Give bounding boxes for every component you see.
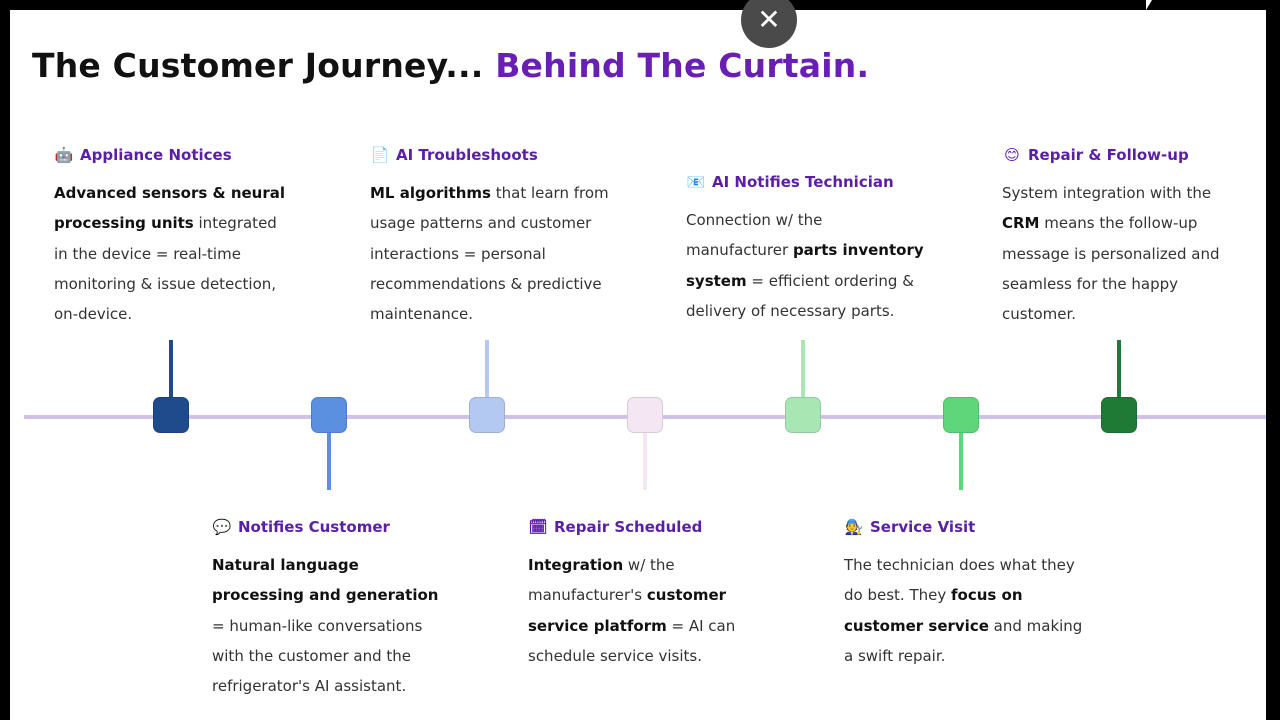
step-description-bold: Integration xyxy=(528,556,624,574)
step-heading: 📧 AI Notifies Technician xyxy=(686,173,926,191)
step-description-bold: ML algorithms xyxy=(370,184,491,202)
step-heading: 🤖 Appliance Notices xyxy=(54,146,294,164)
step-description-text: w/ the manufacturer's xyxy=(528,556,675,605)
step-heading: 📄 AI Troubleshoots xyxy=(370,146,610,164)
step-description: Integration w/ the manufacturer's custom… xyxy=(528,550,768,671)
step-title: Appliance Notices xyxy=(80,146,232,164)
step-description-text: integrated in the device = real-time mon… xyxy=(54,214,277,324)
timeline-node xyxy=(1101,397,1137,433)
step-description-text: The technician does what they do best. T… xyxy=(844,556,1075,605)
step-description-text: Connection w/ the manufacturer xyxy=(686,211,823,260)
step-title: Service Visit xyxy=(870,518,976,536)
title-main: The Customer Journey... xyxy=(32,46,484,85)
slide: The Customer Journey... Behind The Curta… xyxy=(10,10,1266,720)
step-description-text: = human-like conversations with the cust… xyxy=(212,616,423,696)
step-description-text: = AI can schedule service visits. xyxy=(528,616,736,665)
step-description-text: System integration with the xyxy=(1002,184,1212,202)
timeline-stem xyxy=(169,340,173,401)
step-heading: 🗓 Repair Scheduled xyxy=(528,518,768,536)
timeline-stem xyxy=(801,340,805,401)
step-description-bold: focus on customer service xyxy=(844,586,1023,635)
step-title: Repair Scheduled xyxy=(554,518,703,536)
window-right-edge xyxy=(1266,10,1280,720)
step-description: ML algorithms that learn from usage patt… xyxy=(370,178,610,329)
document-icon: 📄 xyxy=(370,146,390,164)
step-description-bold: customer service platform xyxy=(528,586,727,635)
title-accent: Behind The Curtain. xyxy=(495,46,870,85)
page-title: The Customer Journey... Behind The Curta… xyxy=(32,46,869,85)
step-description-text: = efficient ordering & delivery of neces… xyxy=(686,271,914,320)
window-top-bar xyxy=(0,0,1280,10)
calendar-icon: 🗓 xyxy=(528,518,548,536)
step-title: Repair & Follow-up xyxy=(1028,146,1189,164)
step-title: AI Troubleshoots xyxy=(396,146,538,164)
step-heading: 😊 Repair & Follow-up xyxy=(1002,146,1242,164)
timeline-stem xyxy=(1117,340,1121,401)
timeline-stem xyxy=(959,429,963,490)
step-description-text: means the follow-up message is personali… xyxy=(1002,214,1220,324)
step-heading: 🧑‍🔧 Service Visit xyxy=(844,518,1084,536)
technician-icon: 🧑‍🔧 xyxy=(844,518,864,536)
mouse-cursor-icon xyxy=(1146,0,1152,10)
timeline-stem xyxy=(327,429,331,490)
close-button[interactable]: ✕ xyxy=(741,0,797,48)
timeline-stem xyxy=(643,429,647,490)
timeline-node xyxy=(311,397,347,433)
step-description: Natural language processing and generati… xyxy=(212,550,452,701)
step-description: Advanced sensors & neural processing uni… xyxy=(54,178,294,329)
step-description: System integration with the CRM means th… xyxy=(1002,178,1242,329)
timeline-node xyxy=(943,397,979,433)
close-icon: ✕ xyxy=(757,3,781,36)
timeline-stem xyxy=(485,340,489,401)
email-icon: 📧 xyxy=(686,173,706,191)
step-description-text: and making a swift repair. xyxy=(844,616,1083,665)
step-title: AI Notifies Technician xyxy=(712,173,894,191)
step-description-bold: parts inventory system xyxy=(686,241,924,290)
timeline-node xyxy=(785,397,821,433)
step-description-bold: Natural language processing and generati… xyxy=(212,556,439,605)
step-description: The technician does what they do best. T… xyxy=(844,550,1084,671)
step-heading: 💬 Notifies Customer xyxy=(212,518,452,536)
timeline-node xyxy=(153,397,189,433)
step-title: Notifies Customer xyxy=(238,518,390,536)
journey-step: 📄 AI Troubleshoots ML algorithms that lear… xyxy=(370,146,610,329)
step-description: Connection w/ the manufacturer parts inv… xyxy=(686,205,926,326)
speech-bubble-icon: 💬 xyxy=(212,518,232,536)
timeline-node xyxy=(469,397,505,433)
timeline-node xyxy=(627,397,663,433)
step-description-bold: CRM xyxy=(1002,214,1040,233)
step-description-bold: Advanced sensors & neural processing uni… xyxy=(54,184,286,233)
robot-icon: 🤖 xyxy=(54,146,74,164)
smiling-face-icon: 😊 xyxy=(1004,146,1020,164)
step-description-text: that learn from usage patterns and custo… xyxy=(370,184,609,324)
